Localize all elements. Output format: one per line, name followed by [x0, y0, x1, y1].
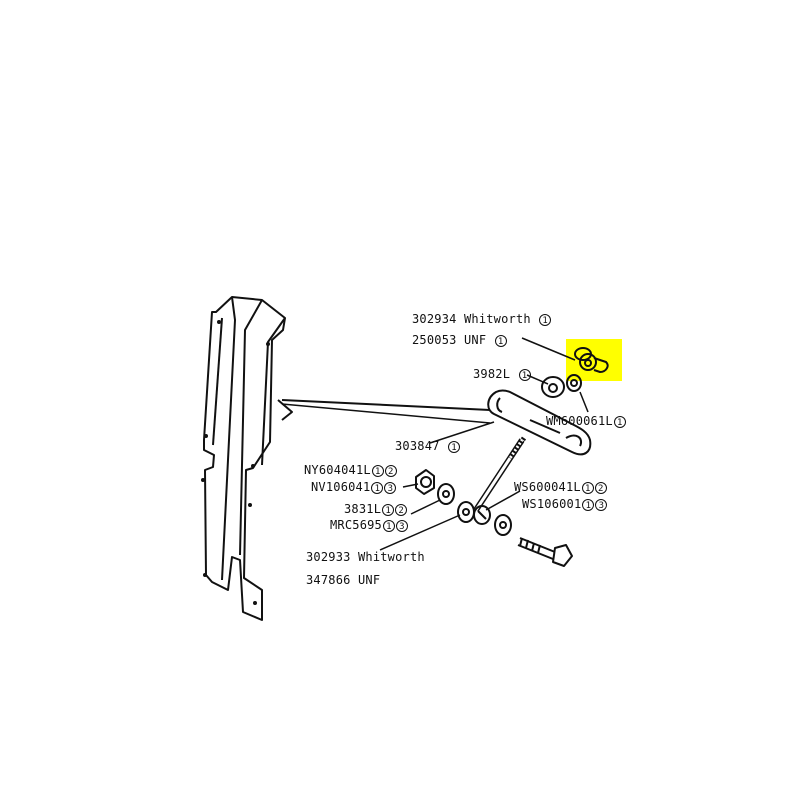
- channel-panel: [203, 296, 293, 621]
- wing-nut-highlight: [566, 339, 622, 381]
- label-303847: 303847 1: [395, 439, 460, 453]
- label-347866-unf: 347866 UNF: [306, 573, 381, 587]
- label-250053-unf: 250053 UNF 1: [412, 333, 507, 347]
- label-3982l: 3982L 1: [473, 367, 531, 381]
- label-302934-whitworth: 302934 Whitworth 1: [412, 312, 552, 326]
- slotted-bracket: [487, 389, 592, 456]
- label-302933-whitworth: 302933 Whitworth: [306, 550, 425, 564]
- wing-nut: [574, 347, 609, 373]
